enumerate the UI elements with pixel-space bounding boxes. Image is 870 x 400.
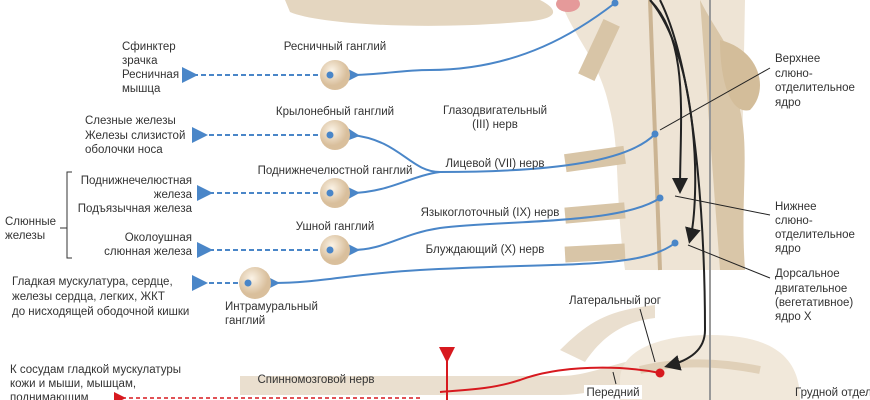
pterygopalatine-ganglion	[320, 120, 350, 150]
nucleus-label: Нижнее	[775, 201, 817, 213]
nucleus-label: слюно-	[775, 68, 813, 80]
intramural-ganglion	[239, 267, 271, 299]
intramural-ganglion-label: ганглий	[225, 315, 265, 327]
nucleus-label: ядро	[775, 97, 801, 109]
target-label: Сфинктер	[122, 41, 176, 53]
target-label: кожи и мыши, мышцам,	[10, 378, 136, 390]
nerve-label: (III) нерв	[472, 119, 518, 131]
nerve-label: Спинномозговой нерв	[257, 374, 374, 386]
submandibular-ganglion-label: Поднижнечелюстной ганглий	[258, 165, 413, 177]
target-label: до нисходящей ободочной кишки	[12, 306, 189, 318]
ganglia	[239, 60, 350, 299]
nucleus-label: отделительное	[775, 82, 855, 94]
nerve-label: Блуждающий (X) нерв	[426, 244, 545, 256]
target-label: К сосудам гладкой мускулатуры	[10, 364, 181, 376]
target-label: Железы слизистой	[85, 130, 185, 142]
nucleus-label: Дорсальное	[775, 268, 840, 280]
target-label: поднимающим	[10, 392, 89, 400]
nucleus-label: ядро	[775, 243, 801, 255]
anterior-root-label: Передний	[586, 387, 639, 399]
parasympathetic-paths	[263, 2, 676, 292]
lateral-horn-dot	[655, 368, 665, 378]
lateral-horn-label: Латеральный рог	[569, 295, 661, 307]
nucleus-dots	[611, 0, 679, 247]
otic-ganglion-label: Ушной ганглий	[296, 221, 375, 233]
nerve-label: Лицевой (VII) нерв	[446, 158, 545, 170]
target-label: слюнная железа	[104, 246, 192, 258]
nucleus-label: слюно-	[775, 215, 813, 227]
target-label: Гладкая мускулатура, сердце,	[12, 276, 173, 288]
thoracic-label: Грудной отдел	[795, 387, 870, 399]
nucleus-label: ядро X	[775, 311, 812, 323]
target-label: Поднижнечелюстная	[81, 175, 192, 187]
target-label: Слюнные	[5, 216, 56, 228]
nucleus-label: двигательное	[775, 283, 847, 295]
intramural-ganglion-label: Интрамуральный	[225, 301, 318, 313]
submandibular-ganglion	[320, 178, 350, 208]
otic-ganglion	[320, 235, 350, 265]
nucleus-label: Верхнее	[775, 53, 820, 65]
nerve-label: Глазодвигательный	[443, 105, 547, 117]
ciliary-ganglion	[320, 60, 350, 90]
ciliary-ganglion-label: Ресничный ганглий	[284, 41, 387, 53]
central-paths	[612, 0, 771, 400]
target-label: оболочки носа	[85, 144, 163, 156]
pterygopalatine-ganglion-label: Крылонебный ганглий	[276, 106, 394, 118]
target-label: Слезные железы	[85, 115, 176, 127]
target-label: зрачка	[122, 55, 158, 67]
anterior-label-backdrop	[584, 385, 642, 399]
target-label: Подъязычная железа	[78, 203, 193, 215]
target-label: железы	[5, 230, 45, 242]
sympathetic-paths	[114, 347, 661, 400]
nerve-label: Языкоглоточный (IX) нерв	[421, 207, 560, 219]
target-label: Ресничная	[122, 69, 179, 81]
nucleus-label: (вегетативное)	[775, 297, 853, 309]
postganglionic-paths	[182, 67, 318, 291]
nucleus-label: отделительное	[775, 229, 855, 241]
target-label: железа	[154, 189, 193, 201]
target-label: Околоушная	[125, 232, 192, 244]
salivary-bracket	[60, 171, 72, 259]
target-label: железы сердца, легких, ЖКТ	[12, 291, 165, 303]
target-label: мышца	[122, 83, 161, 95]
